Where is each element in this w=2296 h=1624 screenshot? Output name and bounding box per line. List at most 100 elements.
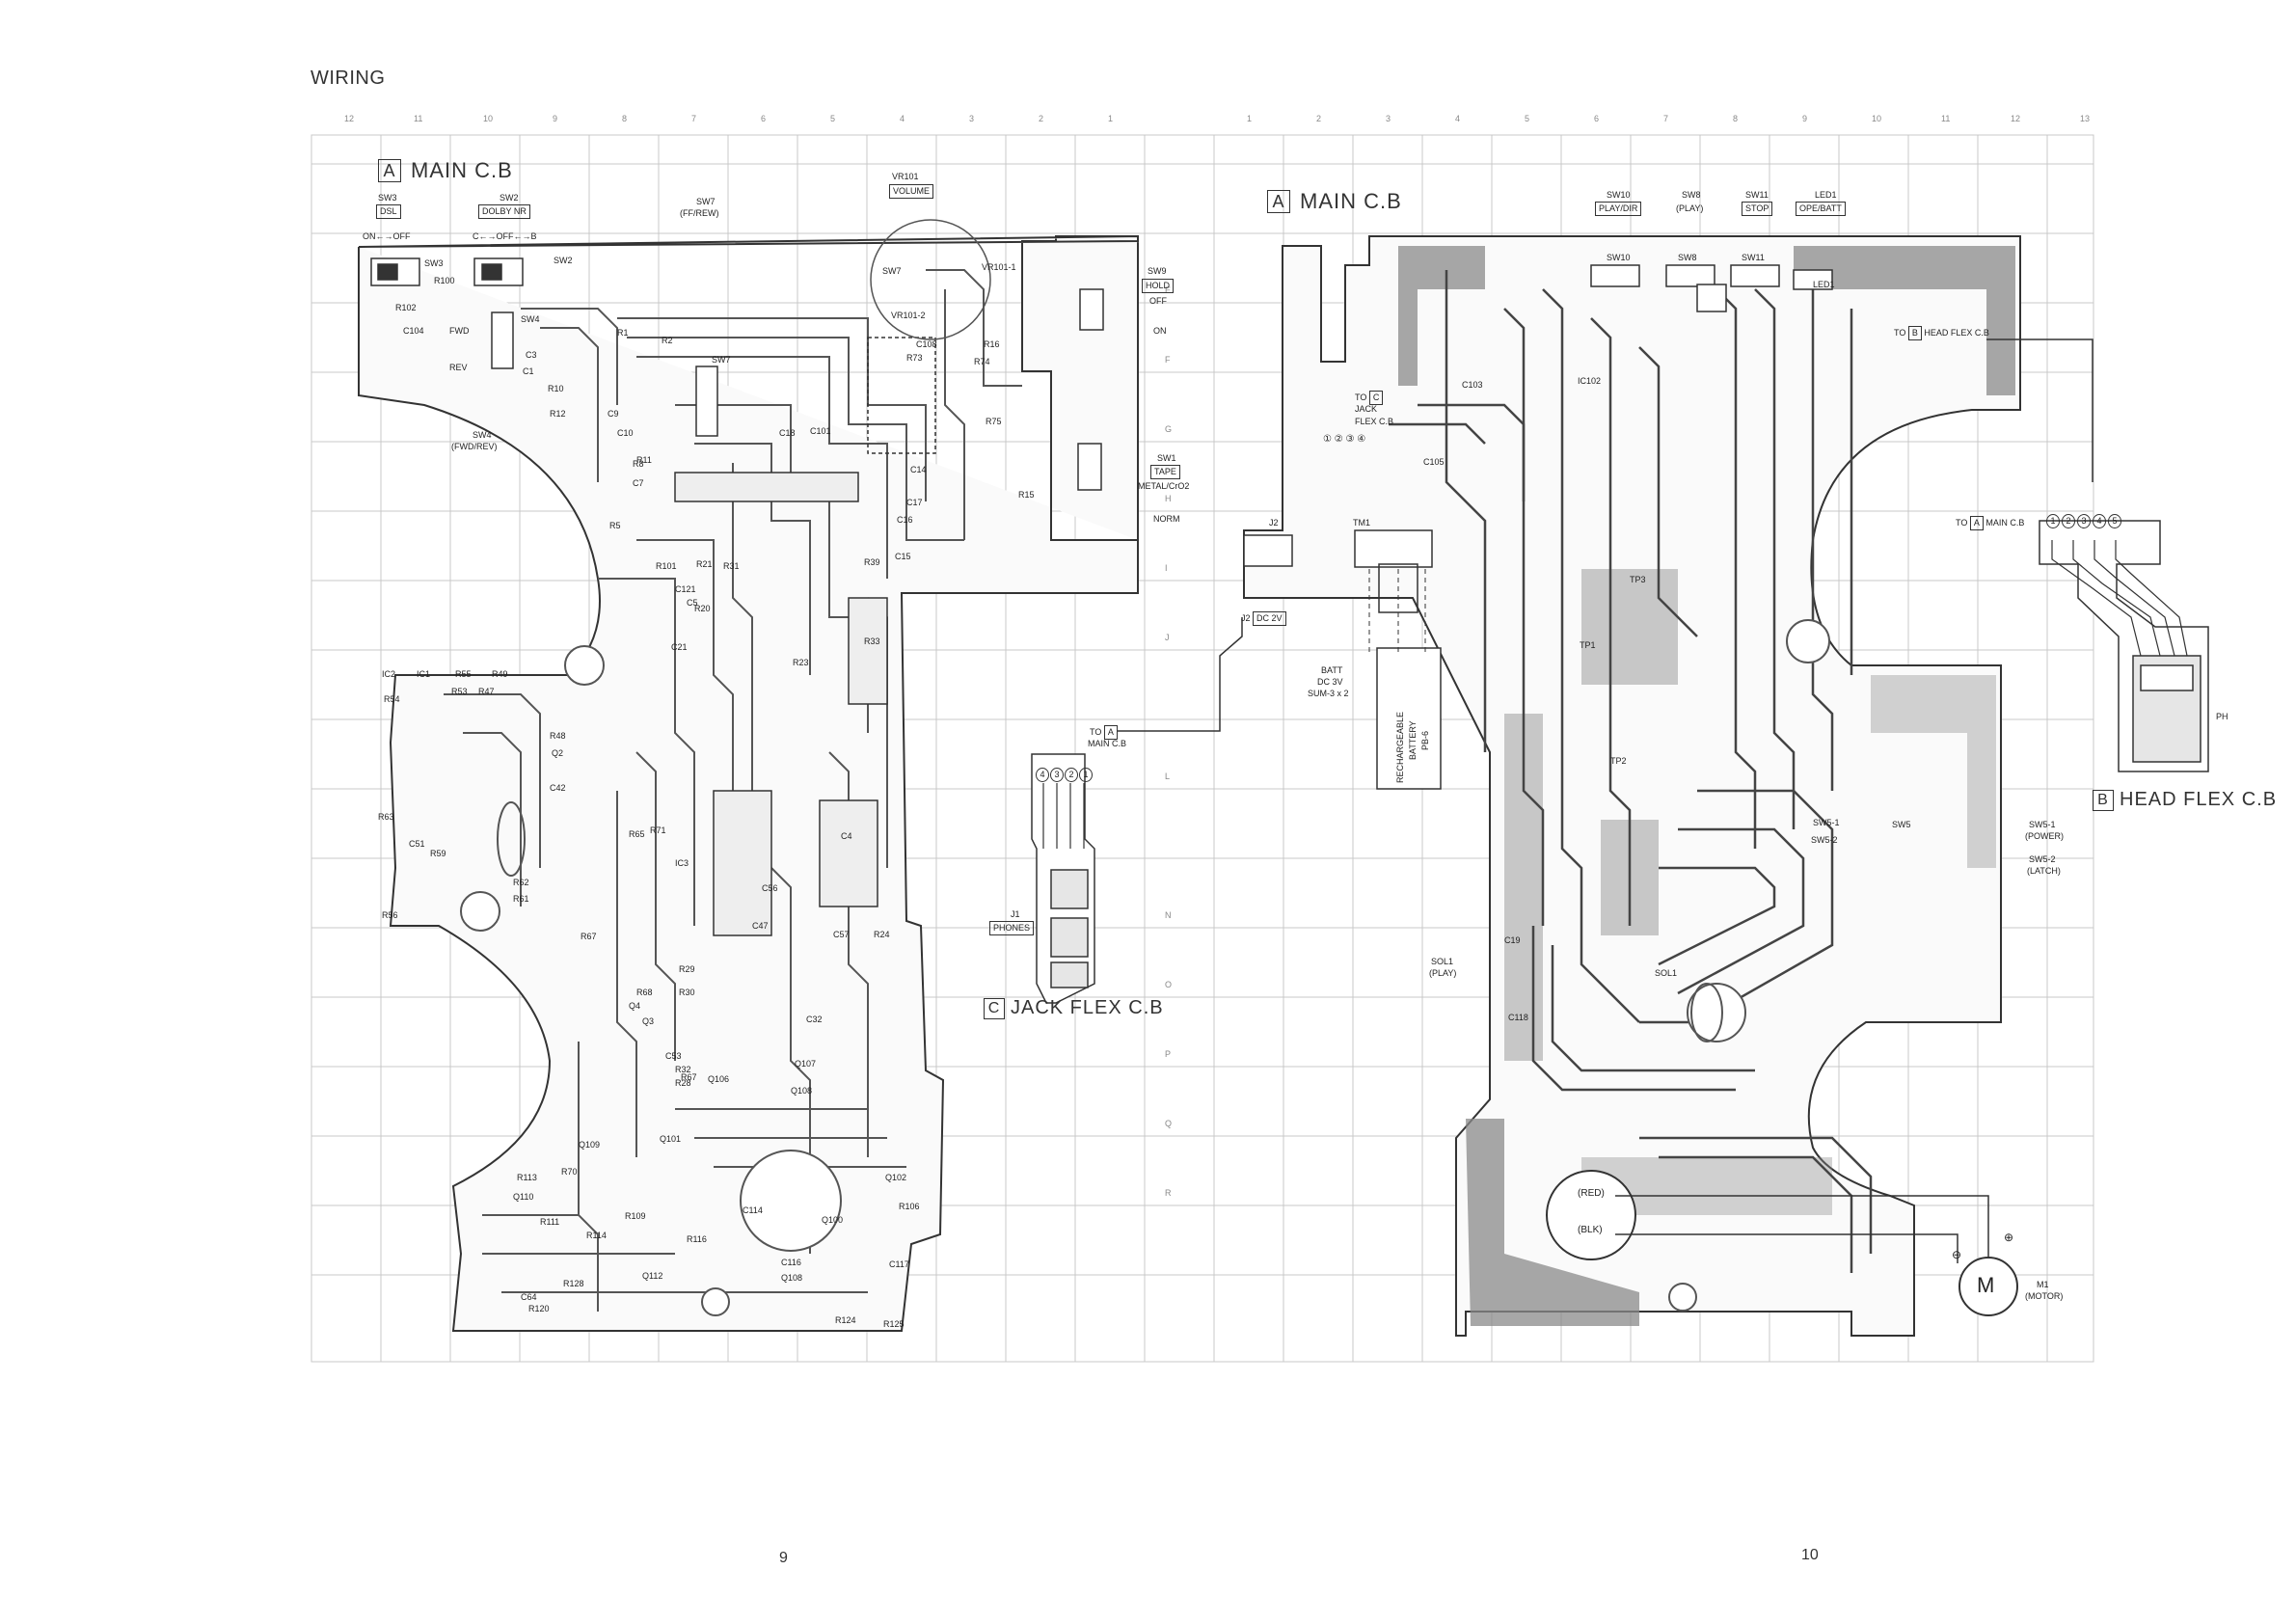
- part-label: R128: [563, 1279, 584, 1288]
- sw1-sub: METAL/CrO2: [1138, 481, 1190, 491]
- part-label: Q108: [781, 1273, 803, 1283]
- sw5-2-name: SW5-2: [2029, 854, 2056, 864]
- vr101-circle: [870, 219, 991, 340]
- jack-flex-to-name: MAIN C.B: [1088, 739, 1127, 748]
- motor-name: M1: [2037, 1280, 2049, 1289]
- part-label: Q2: [552, 748, 564, 758]
- grid-col-label: 6: [1594, 114, 1600, 123]
- tm1-label: TM1: [1353, 518, 1370, 528]
- grid-col-label: 2: [1039, 114, 1044, 123]
- part-label: R113: [517, 1173, 537, 1182]
- part-label: Q4: [629, 1001, 641, 1011]
- to-jack-flex-line1: JACK: [1355, 404, 1378, 414]
- part-label: R8: [633, 459, 644, 469]
- to-jack-flex-line2: FLEX C.B: [1355, 417, 1394, 426]
- jack-flex-traces: [1042, 783, 1085, 849]
- sw2-caption: C←→OFF←→B: [473, 231, 537, 241]
- sw7-name: SW7: [696, 197, 716, 206]
- grid-col-label: 11: [1941, 114, 1951, 123]
- grid-col-label: 4: [1455, 114, 1461, 123]
- part-label: C42: [550, 783, 566, 793]
- grid-col-label: 10: [483, 114, 494, 123]
- motor-lead-blk: [1615, 1233, 1958, 1263]
- to-jack-flex-letter: C: [1368, 391, 1384, 405]
- grid-col-label: 8: [622, 114, 628, 123]
- part-label: R74: [974, 357, 990, 366]
- part-label: IC102: [1578, 376, 1602, 386]
- sw8-label: (PLAY): [1676, 203, 1704, 213]
- grid-col-label: 7: [1663, 114, 1669, 123]
- board-letter: B: [2093, 789, 2114, 811]
- part-label: C15: [895, 552, 911, 561]
- part-label: SW10: [1607, 253, 1631, 262]
- sw1-label-wrap: TAPE: [1150, 465, 1180, 479]
- grid-row-label: P: [1165, 1049, 1172, 1059]
- grid-row-label: N: [1165, 910, 1172, 920]
- part-label: IC2: [382, 669, 396, 679]
- board-name: HEAD FLEX C.B: [2120, 789, 2278, 810]
- batt-name: BATT: [1321, 665, 1343, 675]
- sw9-off: OFF: [1149, 296, 1167, 306]
- part-label: LED1: [1813, 280, 1835, 289]
- part-label: R59: [430, 849, 446, 858]
- pin: 1: [1079, 768, 1093, 782]
- grid-col-label: 4: [900, 114, 905, 123]
- pad-circle-left-1: [564, 645, 605, 686]
- to-word: TO: [1894, 328, 1906, 338]
- slot-left: [497, 801, 526, 877]
- part-label: C118: [1508, 1013, 1528, 1022]
- part-label: C121: [675, 584, 696, 594]
- part-label: C117: [889, 1259, 909, 1269]
- led1-label: OPE/BATT: [1796, 202, 1846, 216]
- sw2-label: DOLBY NR: [478, 204, 530, 219]
- part-label: R68: [636, 988, 653, 997]
- sw5-1-name: SW5-1: [2029, 820, 2056, 829]
- part-label: C57: [833, 930, 850, 939]
- tm1-block: [1354, 529, 1433, 568]
- part-label: R106: [899, 1202, 920, 1211]
- part-label: R2: [662, 336, 673, 345]
- part-label: C53: [665, 1051, 682, 1061]
- board-name: MAIN C.B: [411, 158, 513, 182]
- rechargeable-line1: RECHARGEABLE: [1395, 711, 1405, 783]
- motor-lead-red-label: (RED): [1578, 1188, 1605, 1199]
- part-label: Q107: [795, 1059, 817, 1069]
- part-label: Q109: [579, 1140, 601, 1150]
- part-label: R49: [492, 669, 508, 679]
- part-label: C104: [403, 326, 424, 336]
- sw9-name: SW9: [1148, 266, 1167, 276]
- pad-circle-right-3: [1668, 1283, 1697, 1312]
- part-label: R120: [528, 1304, 550, 1313]
- part-label: R116: [687, 1234, 707, 1244]
- grid-column-numbers: 12 11 10 9 8 7 6 5 4 3 2 1 1 2 3 4 5 6 7…: [311, 114, 2093, 127]
- head-flex-traces: [2051, 540, 2188, 657]
- part-label: C51: [409, 839, 425, 849]
- rechargeable-line2: BATTERY: [1408, 720, 1418, 760]
- sw2-label-wrap: DOLBY NR: [478, 204, 530, 219]
- grid-col-label: 5: [830, 114, 836, 123]
- board-letter: C: [984, 997, 1005, 1019]
- part-label: Q100: [822, 1215, 844, 1225]
- tp3-label: TP3: [1630, 575, 1646, 584]
- wire-jack-flex: [1117, 617, 1243, 732]
- part-label: Q112: [642, 1271, 663, 1281]
- part-label: C103: [1462, 380, 1483, 390]
- part-label: R111: [540, 1217, 560, 1227]
- j2-voltage: DC 2V: [1253, 611, 1286, 626]
- head-flex-pins: 1 2 3 4 5: [2046, 514, 2121, 528]
- part-label: C56: [762, 883, 778, 893]
- grid-row-label: L: [1165, 771, 1171, 781]
- sw4-label: (FWD/REV): [451, 442, 498, 451]
- grid-col-label: 8: [1733, 114, 1739, 123]
- part-label: C32: [806, 1015, 823, 1024]
- part-label: R12: [550, 409, 566, 419]
- part-label: SW2: [554, 256, 573, 265]
- to-letter: A: [1969, 516, 1984, 530]
- part-label: SW7: [712, 355, 731, 365]
- grid-col-label: 1: [1247, 114, 1253, 123]
- grid-col-label: 11: [414, 114, 423, 123]
- battery-box: [1376, 647, 1442, 790]
- sw1-norm: NORM: [1153, 514, 1180, 524]
- to-head-flex-letter: B: [1907, 326, 1922, 340]
- part-label: IC1: [417, 669, 431, 679]
